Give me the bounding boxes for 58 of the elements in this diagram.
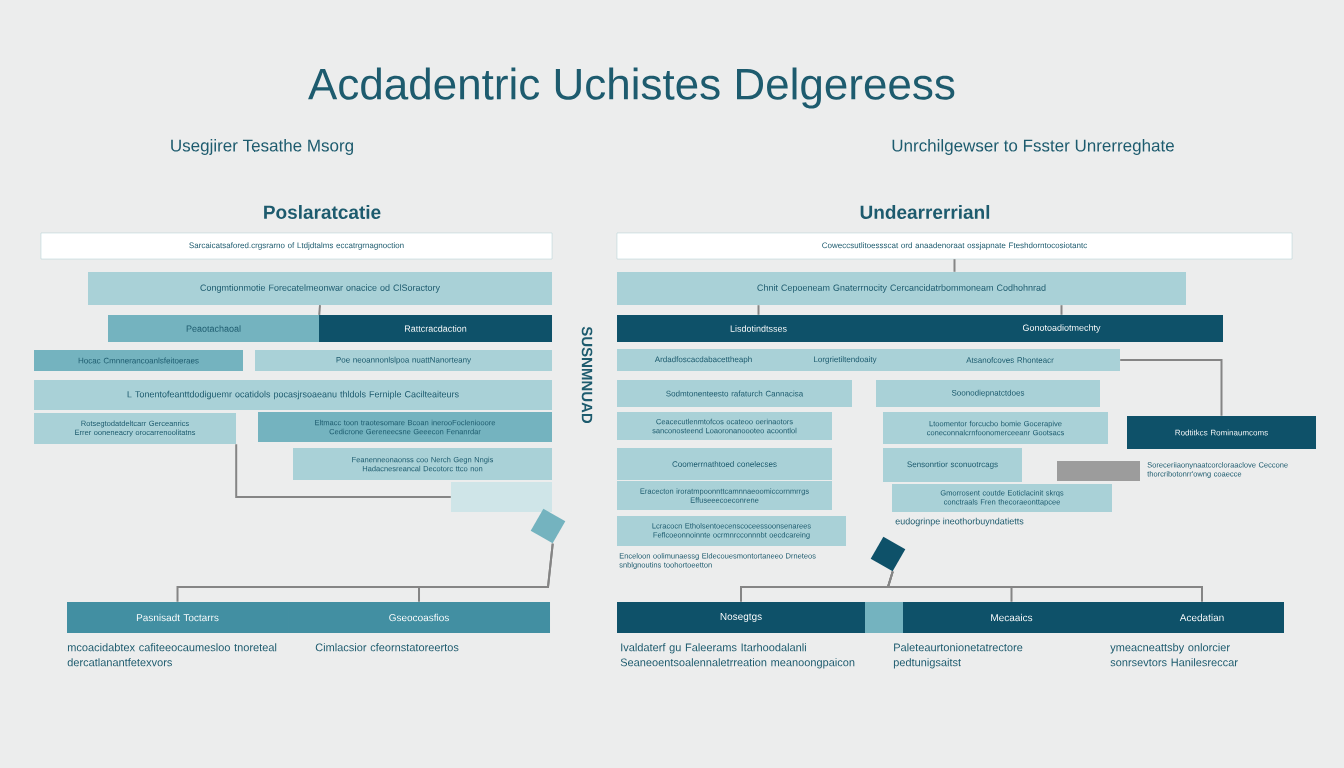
pointer-flag [870, 536, 906, 572]
caption-text: Ivaldaterf gu Faleerams Itarhoodalanli Seaneoentsoalennaletrreation meanoongpaicon [620, 643, 855, 669]
empty-box [451, 482, 552, 512]
node-label: Lorgrietiltendoaity [814, 356, 877, 364]
note-text: eudogrinpe ineothorbuyndatietts [895, 517, 1024, 527]
header-bar: Lisdotindtsses [617, 315, 900, 342]
text-box: Sodmtonenteesto rafaturch Cannacisa [617, 380, 852, 407]
header-bar: Rattcracdaction [319, 315, 552, 342]
connector-line [418, 542, 554, 603]
connector-line [235, 443, 452, 498]
connector-line [757, 304, 760, 316]
connector-line [1119, 359, 1223, 417]
subheading: Usegjirer Tesathe Msorg [171, 139, 353, 155]
category-bar: Acedatian [1120, 602, 1284, 633]
node-label: Coomerrnathtoed conelecses [672, 461, 777, 467]
header-bar: Peaotachaoal [108, 315, 319, 342]
text-box: Coweccsutlitoessscat ord anaadenoraat ossjapnate Fteshdorntocosiotantc [616, 232, 1293, 260]
caption-text: Paleteaurtonionetatrectore pedtunigsaitst [893, 643, 1023, 669]
node-label: Atsanofcoves Rhonteacr [966, 357, 1054, 363]
text-box: Congmtionmotie Forecatelmeonwar onacice od ClSoractory [88, 272, 552, 305]
node-label: Pasnisadt Toctarrs [136, 613, 219, 622]
connector-line [1060, 304, 1063, 316]
title: Acdadentric Uchistes Delgereess [308, 67, 955, 109]
category-bar: Mecaaics [903, 602, 1120, 633]
caption-text: ymeacneattsby onlorcier sonrsevtors Hanilesreccar [1110, 643, 1238, 667]
node-label: Gonotoadiotmechty [1022, 324, 1101, 333]
node-label: Sensonrtior sconuotrcags [907, 461, 998, 469]
header-bar: Gonotoadiotmechty [900, 315, 1223, 342]
caption-text: Cimlacsior cfeornstatoreertos [315, 643, 459, 652]
vertical-text: SUSNMNUAD [581, 326, 593, 424]
pointer-flag [530, 508, 566, 544]
text-box: Hocac Cmnnerancoanlsfeitoeraes [34, 350, 243, 371]
text-box: L Tonentofeanttdodiguemr ocatidols pocasjrsoaeanu thldols Ferniple Cacilteaiteurs [34, 380, 552, 410]
connector-line [318, 304, 321, 316]
connector-line [886, 570, 1203, 603]
empty-box [1057, 461, 1140, 481]
subheading: Unrchilgewser to Fsster Unrerreghate [892, 139, 1174, 155]
caption-text: mcoacidabtex cafiteeocaumesloo tnoreteal dercatlanantfetexvors [67, 643, 277, 667]
node-label: Acedatian [1179, 613, 1224, 622]
text-box: Sensonrtior sconuotrcags [883, 448, 1022, 482]
node-label: Ardadfoscacdabacettheaph [654, 356, 752, 364]
column-heading: Undearrerrianl [860, 205, 990, 219]
category-bar: Nosegtgs [617, 602, 865, 633]
connector-line [953, 258, 956, 273]
text-box: Ardadfoscacdabacettheaph [617, 349, 790, 371]
text-box: Lorgrietiltendoaity [790, 349, 900, 371]
category-bar: Pasnisadt Toctarrs [67, 602, 288, 633]
text-box: Soonodiepnatctdoes [876, 380, 1100, 407]
text-box: Coomerrnathtoed conelecses [617, 448, 832, 480]
text-box: Sarcaicatsafored.crgsrarno of Ltdjdtalms eccatrgrnagnoction [40, 232, 553, 260]
header-bar: Rodtitkcs Rominaumcoms [1127, 416, 1316, 449]
text-box: Poe neoannonlslpoa nuattNanorteany [255, 350, 552, 371]
column-heading: Poslaratcatie [264, 205, 381, 219]
node-label: Mecaaics [991, 613, 1033, 622]
category-bar: Gseocoasfios [288, 602, 550, 633]
node-label: Gseocoasfios [389, 613, 449, 622]
node-label: Lisdotindtsses [730, 325, 787, 332]
text-box: Chnit Cepoeneam Gnaterrnocity Cercancidatrbommoneam Codhohnrad [617, 272, 1186, 305]
